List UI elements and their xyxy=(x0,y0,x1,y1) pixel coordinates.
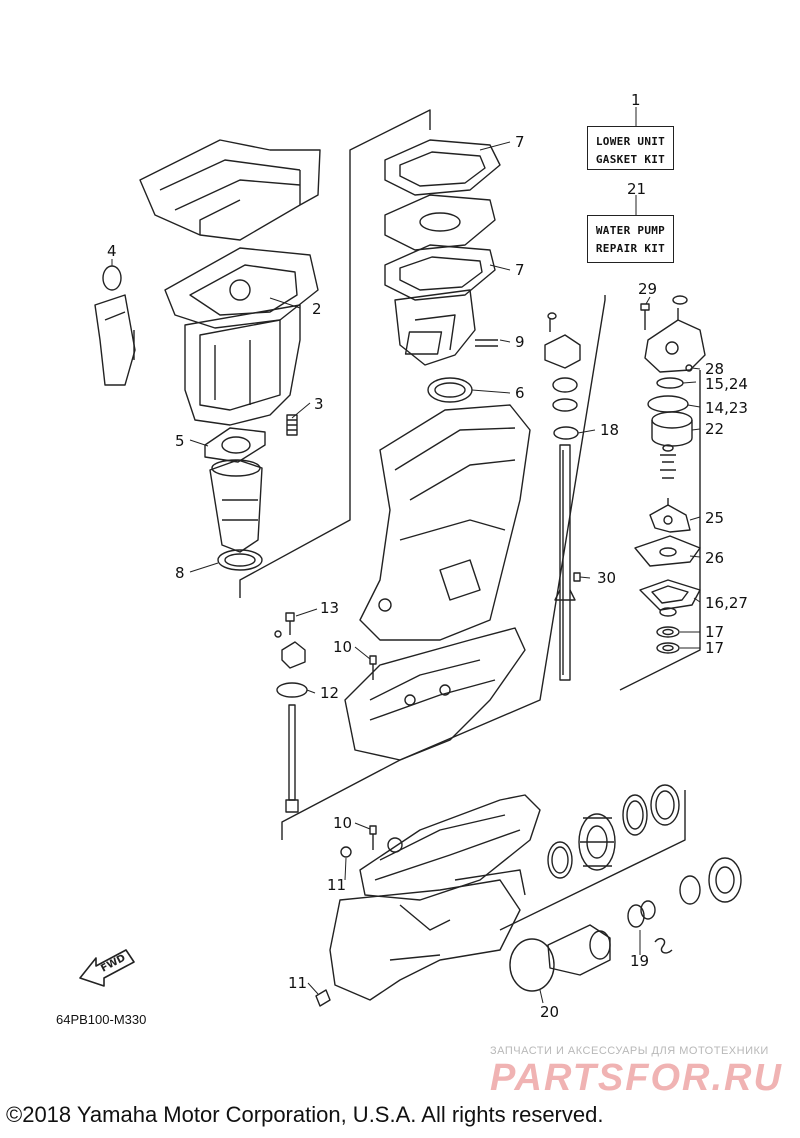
part-3-bolt xyxy=(286,414,298,436)
drive-shaft xyxy=(554,444,576,681)
callout-8: 8 xyxy=(175,564,185,582)
part-12-oring xyxy=(276,682,308,698)
prop-shaft-housing xyxy=(547,924,611,976)
callout-9: 9 xyxy=(515,333,525,351)
diagram-code: 64PB100-M330 xyxy=(56,1012,147,1027)
shaft-top-housing xyxy=(544,312,581,369)
part-5-plate xyxy=(204,427,266,463)
gasket-7-lower xyxy=(384,244,496,301)
lower-case-upper xyxy=(359,404,531,641)
callout-3: 3 xyxy=(314,395,324,413)
upper-case xyxy=(184,304,301,426)
water-pump-housing xyxy=(644,295,706,373)
part-30-pin xyxy=(573,572,581,582)
reverse-gear xyxy=(679,857,742,905)
callout-30: 30 xyxy=(597,569,616,587)
prop-shaft-bearing-rings xyxy=(547,784,680,879)
callout-18: 18 xyxy=(600,421,619,439)
part-15-24-oring xyxy=(656,377,684,389)
kit-21-line2: REPAIR KIT xyxy=(595,242,666,255)
callout-29: 29 xyxy=(638,280,657,298)
lower-unit-gasket-kit-box: LOWER UNIT GASKET KIT xyxy=(587,126,674,170)
callout-7-lower: 7 xyxy=(515,261,525,279)
callout-11-lower: 11 xyxy=(288,974,307,992)
kit-1-line2: GASKET KIT xyxy=(595,153,666,166)
group-outline-bottom-right xyxy=(499,790,686,931)
part-9-damper xyxy=(404,331,498,355)
water-pump-housing-body xyxy=(394,289,476,366)
callout-6: 6 xyxy=(515,384,525,402)
part-16-27-gasket xyxy=(639,579,701,611)
callout-17-b: 17 xyxy=(705,639,724,657)
callout-kit-1-number: 1 xyxy=(631,91,641,109)
callout-25: 25 xyxy=(705,509,724,527)
part-20-oring xyxy=(509,938,555,992)
group-outline-lower xyxy=(281,295,606,840)
callout-labels: 1 21 2 3 4 5 6 7 7 8 9 10 10 11 11 12 13… xyxy=(107,91,748,1021)
part-10-plug-upper xyxy=(369,655,377,680)
shift-rod xyxy=(285,704,299,813)
exhaust-guide xyxy=(139,139,321,241)
part-22-insert-cartridge xyxy=(651,411,693,447)
part-26-plate xyxy=(634,535,701,567)
part-8-pipe xyxy=(209,459,263,571)
part-18-oring xyxy=(553,426,579,440)
watermark-subtitle: ЗАПЧАСТИ И АКСЕССУАРЫ ДЛЯ МОТОТЕХНИКИ xyxy=(490,1045,769,1057)
group-outline-upper xyxy=(239,109,431,598)
forward-gear xyxy=(578,813,616,871)
part-29-bolt xyxy=(640,303,650,330)
part-19-seal xyxy=(627,900,656,928)
part-17-bearing-b xyxy=(656,642,680,654)
part-25-impeller xyxy=(649,498,691,533)
kit-1-line1: LOWER UNIT xyxy=(595,135,666,148)
part-4-bracket xyxy=(94,265,136,386)
part-11-plug-lower xyxy=(315,989,331,1007)
leader-lines xyxy=(111,107,701,1004)
gasket-7-top xyxy=(384,139,501,196)
pump-spring-key xyxy=(660,444,676,479)
spacer-plate xyxy=(384,194,496,251)
copyright-notice: ©2018 Yamaha Motor Corporation, U.S.A. A… xyxy=(6,1102,604,1127)
part-10-plug-lower xyxy=(369,825,377,850)
fwd-arrow-icon: FWD xyxy=(79,949,135,987)
gear-case-torpedo xyxy=(329,869,526,1001)
callout-28: 28 xyxy=(705,360,724,378)
callout-10-lower: 10 xyxy=(333,814,352,832)
shift-rod-holder xyxy=(274,630,306,669)
kit-21-line1: WATER PUMP xyxy=(595,224,666,237)
callout-kit-21-number: 21 xyxy=(627,180,646,198)
callout-2: 2 xyxy=(312,300,322,318)
callout-20: 20 xyxy=(540,1003,559,1021)
callout-22: 22 xyxy=(705,420,724,438)
water-pump-repair-kit-box: WATER PUMP REPAIR KIT xyxy=(587,215,674,263)
part-11-plug-upper xyxy=(340,846,352,858)
callout-19: 19 xyxy=(630,952,649,970)
watermark-logo: PARTSFOR.RU xyxy=(490,1057,783,1099)
callout-13: 13 xyxy=(320,599,339,617)
gear-case xyxy=(359,794,541,901)
callout-12: 12 xyxy=(320,684,339,702)
shaft-bearing xyxy=(552,377,578,412)
callout-4: 4 xyxy=(107,242,117,260)
clip-spring xyxy=(654,937,673,954)
callout-26: 26 xyxy=(705,549,724,567)
part-6-seal xyxy=(427,377,473,403)
callout-11-upper: 11 xyxy=(327,876,346,894)
group-outline-right xyxy=(619,370,701,691)
callout-7-top: 7 xyxy=(515,133,525,151)
callout-10-upper: 10 xyxy=(333,638,352,656)
part-17-bearing-a xyxy=(656,607,680,638)
callout-15-24: 15,24 xyxy=(705,375,748,393)
lower-case-plate xyxy=(344,627,526,761)
callout-17-a: 17 xyxy=(705,623,724,641)
callout-16-27: 16,27 xyxy=(705,594,748,612)
part-14-23-oring xyxy=(647,395,689,413)
callout-14-23: 14,23 xyxy=(705,399,748,417)
callout-5: 5 xyxy=(175,432,185,450)
gasket-2 xyxy=(164,247,319,329)
part-13-bolt xyxy=(285,612,295,635)
